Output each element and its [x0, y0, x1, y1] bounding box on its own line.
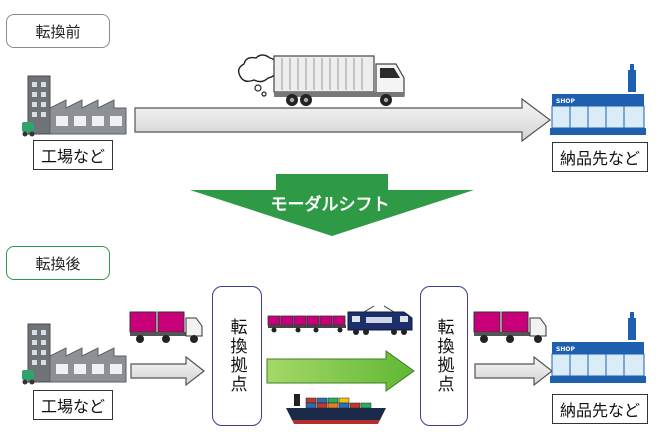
destination-label-before-text: 納品先など [559, 149, 640, 168]
before-label-text: 転換前 [35, 22, 81, 41]
modal-shift-arrow [190, 174, 474, 236]
origin-label-after-text: 工場など [40, 397, 105, 416]
modal-shift-label: モーダルシフト [270, 195, 390, 215]
container-ship-icon [286, 394, 386, 424]
store-icon: SHOP [550, 64, 646, 135]
destination-label-before: 納品先など [552, 142, 648, 172]
origin-label-before: 工場など [33, 140, 113, 170]
after-label-text: 転換後 [35, 254, 81, 273]
transfer-hub-right: 転換拠点 [420, 286, 468, 426]
factory-icon [22, 75, 127, 137]
road-arrow-before [134, 97, 551, 143]
store-icon-after: SHOP [550, 312, 646, 383]
origin-label-after: 工場など [33, 390, 113, 420]
transfer-hub-right-text: 転換拠点 [433, 318, 454, 394]
transfer-hub-left-text: 転換拠点 [226, 318, 247, 394]
factory-icon-after [22, 323, 127, 385]
freight-train-icon [267, 305, 413, 335]
truck-icon [237, 54, 405, 106]
road-arrow-after-left [130, 355, 205, 387]
shop-sign-after: SHOP [556, 346, 575, 353]
destination-label-after: 納品先など [552, 394, 648, 424]
destination-label-after-text: 納品先など [559, 401, 640, 420]
origin-label-before-text: 工場など [40, 147, 105, 166]
shop-sign-before: SHOP [556, 98, 575, 105]
after-label: 転換後 [6, 246, 110, 280]
container-truck-icon-left [129, 311, 203, 343]
transfer-hub-left: 転換拠点 [212, 286, 262, 426]
container-truck-icon-right [473, 311, 547, 343]
before-label: 転換前 [6, 14, 110, 48]
road-arrow-after-right [474, 355, 553, 387]
rail-sea-arrow [266, 350, 415, 392]
